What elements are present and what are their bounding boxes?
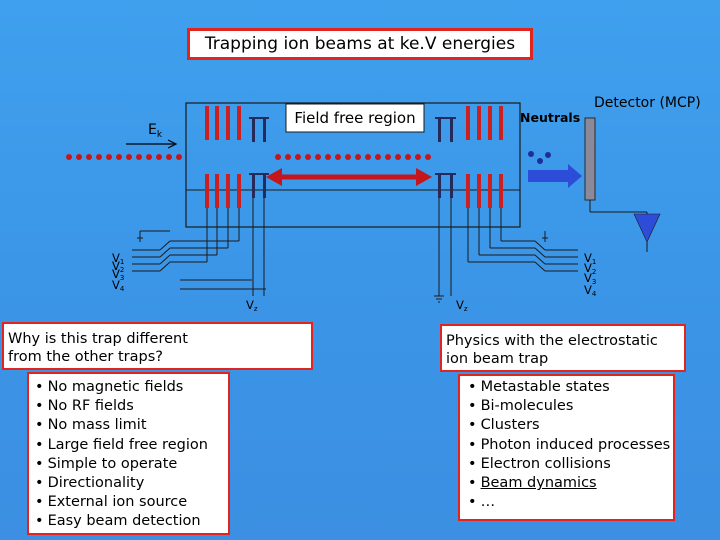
right-vz-wiring (434, 198, 452, 303)
left-voltage-labels: V1 V2 V3 V4 (112, 251, 125, 293)
left-einzel-electrodes (249, 117, 269, 198)
svg-text:V1: V1 (584, 251, 596, 266)
ion-dot (345, 154, 351, 160)
ion-dot (136, 154, 142, 160)
ion-dot (385, 154, 391, 160)
ion-dot (415, 154, 421, 160)
list-item: •External ion source (35, 494, 188, 511)
trap-outline (185, 102, 521, 228)
ion-dot (176, 154, 182, 160)
advantages-panel: •No magnetic fields •No RF fields •No ma… (27, 372, 230, 535)
ion-dot (126, 154, 132, 160)
physics-topics-panel: •Metastable states •Bi-molecules •Cluste… (458, 374, 675, 521)
ion-dot (96, 154, 102, 160)
ion-dot (285, 154, 291, 160)
field-free-label: Field free region (294, 109, 415, 127)
list-item: •No RF fields (35, 398, 134, 415)
ion-dot (295, 154, 301, 160)
detector-label: Detector (MCP) (594, 95, 701, 111)
ion-dot (425, 154, 431, 160)
ion-dot (325, 154, 331, 160)
ion-trap-diagram: Field free region Ek Neutrals Detector (… (66, 95, 701, 313)
slide-title: Trapping ion beams at ke.V energies (187, 28, 533, 60)
physics-box: Physics with the electrostatic ion beam … (440, 324, 686, 372)
ek-label: Ek (148, 122, 163, 140)
ion-dot (156, 154, 162, 160)
ion-dot (86, 154, 92, 160)
neutrals-arrow (528, 170, 570, 182)
advantages-list: •No magnetic fields •No RF fields •No ma… (35, 378, 228, 532)
ion-dot (116, 154, 122, 160)
left-voltage-wiring (132, 208, 266, 290)
list-item: •Electron collisions (468, 455, 611, 472)
list-item: •Beam dynamics (468, 475, 597, 492)
detector-output-triangle (633, 213, 661, 243)
svg-text:V4: V4 (584, 283, 597, 298)
svg-text:V2: V2 (112, 259, 124, 274)
ion-dot (166, 154, 172, 160)
svg-text:V4: V4 (112, 278, 125, 293)
physics-topics-list: •Metastable states •Bi-molecules •Cluste… (468, 378, 673, 512)
right-voltage-wiring (467, 208, 578, 272)
right-voltage-labels: V1 V2 V3 V4 (584, 251, 597, 298)
ion-dot (275, 154, 281, 160)
list-item: •Metastable states (468, 379, 610, 395)
ion-beam-dots (66, 154, 431, 160)
physics-line-2: ion beam trap (446, 351, 549, 367)
list-item: •No magnetic fields (35, 379, 184, 395)
svg-text:V3: V3 (584, 271, 596, 286)
vz-label-left: Vz (246, 298, 258, 313)
right-einzel-electrodes (435, 117, 456, 198)
detector-mcp (584, 117, 596, 201)
ion-dot (375, 154, 381, 160)
field-free-label-box (285, 103, 425, 133)
neutral-particles (528, 151, 551, 164)
ion-dot (335, 154, 341, 160)
list-item: •No mass limit (35, 417, 147, 434)
ion-dot (355, 154, 361, 160)
left-vz-wiring (252, 198, 265, 296)
ion-dot (146, 154, 152, 160)
list-item: •Bi-molecules (468, 398, 574, 415)
list-item: •Photon induced processes (468, 436, 671, 453)
ion-dot (395, 154, 401, 160)
physics-line-1: Physics with the electrostatic (446, 333, 658, 349)
question-line-1: Why is this trap different (8, 331, 188, 347)
ion-dot (66, 154, 72, 160)
ion-dot (365, 154, 371, 160)
list-item: •Simple to operate (35, 455, 178, 472)
question-box: Why is this trap different from the othe… (2, 322, 313, 370)
svg-text:V1: V1 (112, 251, 124, 266)
list-item: •Clusters (468, 417, 540, 434)
list-item: •Easy beam detection (35, 513, 201, 530)
ion-dot (76, 154, 82, 160)
ion-dot (106, 154, 112, 160)
list-item: •Directionality (35, 475, 145, 492)
left-mirror-electrodes (205, 106, 241, 208)
question-line-2: from the other traps? (8, 349, 163, 365)
svg-text:V2: V2 (584, 261, 596, 276)
vz-label-right: Vz (456, 298, 468, 313)
right-mirror-electrodes (466, 106, 503, 208)
list-item: •… (468, 494, 496, 511)
ion-dot (305, 154, 311, 160)
ion-dot (405, 154, 411, 160)
svg-text:V3: V3 (112, 267, 124, 282)
list-item: •Large field free region (35, 436, 208, 453)
ion-dot (315, 154, 321, 160)
neutrals-label: Neutrals (520, 110, 580, 125)
